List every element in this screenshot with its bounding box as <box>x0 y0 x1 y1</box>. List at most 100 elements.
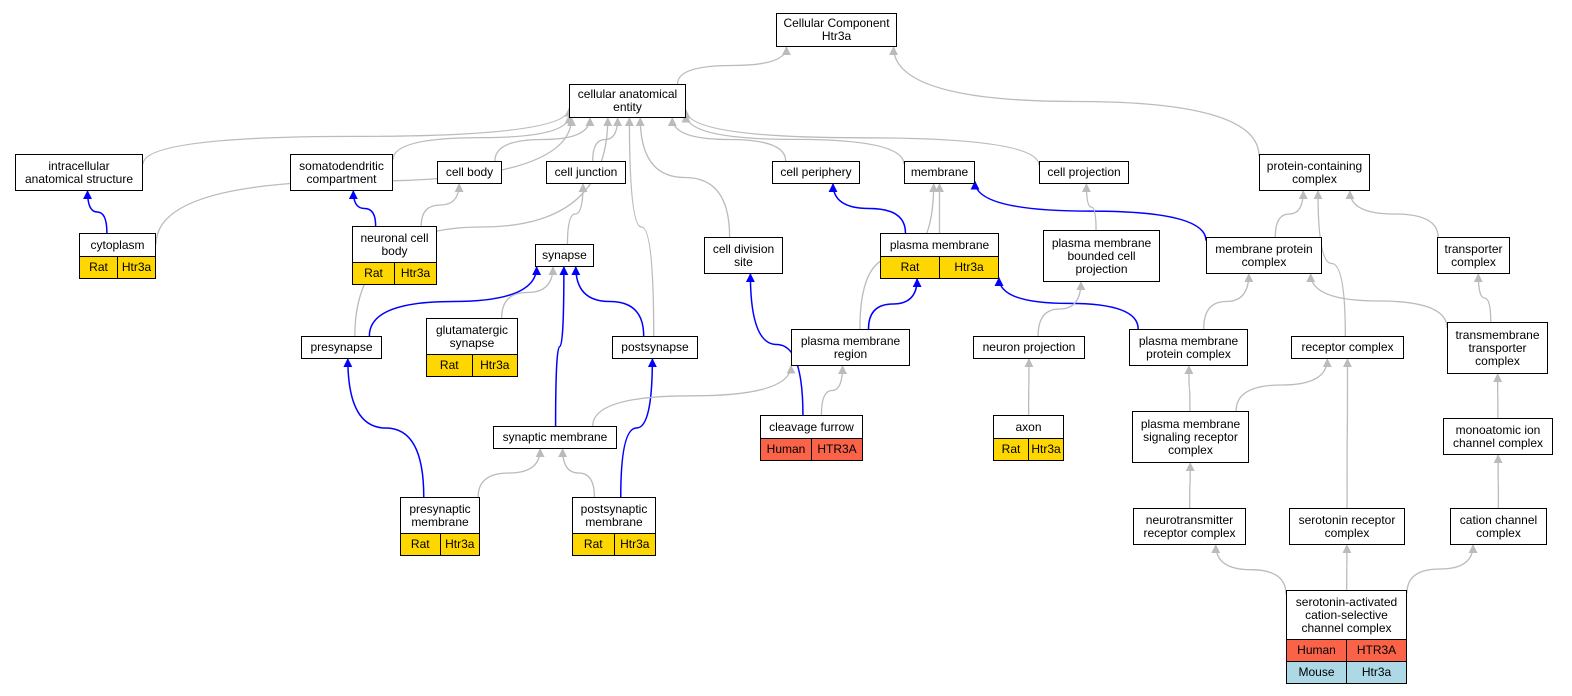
node-label: postsynaptic membrane <box>580 501 648 529</box>
edge-intracellular-to-cae <box>142 107 574 165</box>
node-label: postsynapse <box>621 340 689 354</box>
edge-ncb-to-cellbody <box>420 183 464 227</box>
node-label: transmembrane transporter complex <box>1455 327 1540 368</box>
node-label: intracellular anatomical structure <box>24 158 134 186</box>
node-label: transporter complex <box>1444 241 1503 269</box>
node-label: somatodendritic compartment <box>299 158 384 186</box>
annotation-species: Rat <box>439 358 459 372</box>
edge-pcc-to-root <box>889 46 1260 156</box>
node-cell-division-site[interactable]: cell division site <box>704 237 783 274</box>
node-membrane-protein-complex[interactable]: membrane protein complex <box>1206 237 1322 274</box>
node-transporter-complex[interactable]: transporter complex <box>1437 237 1510 274</box>
node-somatodendritic-compartment[interactable]: somatodendritic compartment <box>290 154 393 191</box>
edge-cds-to-cae <box>635 117 731 238</box>
annotation-species: Human <box>766 442 806 456</box>
annotation-species: Rat <box>583 537 603 551</box>
node-plasma-membrane-signaling-receptor-complex[interactable]: plasma membrane signaling receptor compl… <box>1132 411 1249 463</box>
edge-celljunction-to-cae <box>592 117 623 162</box>
node-membrane[interactable]: membrane <box>904 161 975 184</box>
node-synapse[interactable]: synapse <box>535 244 594 267</box>
node-plasma-membrane-protein-complex[interactable]: plasma membrane protein complex <box>1129 329 1248 366</box>
edge-cellbody-to-cae <box>494 117 595 162</box>
annotation-gene: Htr3a <box>939 257 998 278</box>
node-label: membrane <box>910 165 969 179</box>
node-label: cell projection <box>1047 165 1121 179</box>
node-label: cleavage furrow <box>769 419 854 434</box>
node-synaptic-membrane[interactable]: synaptic membrane <box>493 426 617 449</box>
node-label: cation channel complex <box>1459 512 1538 540</box>
edge-tmtc-to-transporter <box>1473 273 1492 323</box>
node-cellular-component-htr3a[interactable]: Cellular Component Htr3a <box>776 13 897 47</box>
node-cation-channel-complex[interactable]: cation channel complex <box>1450 508 1547 545</box>
node-label: protein-containing complex <box>1266 158 1363 186</box>
node-intracellular-anatomical-structure[interactable]: intracellular anatomical structure <box>15 154 143 191</box>
edge-pmpc-to-mpc <box>1203 273 1254 330</box>
node-receptor-complex[interactable]: receptor complex <box>1291 336 1404 359</box>
node-plasma-membrane-region[interactable]: plasma membrane region <box>791 329 910 366</box>
edge-membrane-to-cae <box>681 113 905 165</box>
node-label: neuronal cell body <box>360 230 429 258</box>
annotation-gene: HTR3A <box>811 439 862 460</box>
annotation-species: Rat <box>900 260 920 274</box>
annotation-species: Rat <box>1001 442 1021 456</box>
edge-postsynmem-to-synmem <box>558 448 596 498</box>
edge-synapse-to-celljunction <box>566 183 588 245</box>
node-postsynapse[interactable]: postsynapse <box>612 336 698 359</box>
node-transmembrane-transporter-complex[interactable]: transmembrane transporter complex <box>1447 322 1548 374</box>
edge-ntrc-to-pmsrc <box>1185 462 1195 509</box>
node-label: synaptic membrane <box>502 430 608 444</box>
node-label: presynapse <box>310 340 373 354</box>
annotation-species: Rat <box>364 266 383 280</box>
node-label: Cellular Component Htr3a <box>783 16 890 43</box>
edge-synmem-to-synapse <box>554 266 569 427</box>
annotation-gene: Htr3a <box>117 257 155 278</box>
node-monoatomic-ion-channel-complex[interactable]: monoatomic ion channel complex <box>1443 418 1553 455</box>
node-cell-projection[interactable]: cell projection <box>1039 161 1129 184</box>
annotation-species: Rat <box>410 537 430 551</box>
edge-synmem-to-pmr <box>592 364 796 427</box>
annotation-gene: Htr3a <box>439 534 480 555</box>
node-cellular-anatomical-entity[interactable]: cellular anatomical entity <box>569 84 686 118</box>
edge-pmbcp-to-cellprojection <box>1081 183 1097 231</box>
edge-somatodendritic-to-cae <box>392 114 574 160</box>
node-presynapse[interactable]: presynapse <box>301 336 382 359</box>
node-cell-junction[interactable]: cell junction <box>546 161 626 184</box>
annotation-row: Human HTR3A <box>761 438 862 460</box>
node-protein-containing-complex[interactable]: protein-containing complex <box>1259 154 1370 191</box>
node-plasma-membrane-bounded-cell-projection[interactable]: plasma membrane bounded cell projection <box>1043 230 1160 282</box>
edge-pmpc-to-pm <box>994 276 1139 330</box>
node-label: monoatomic ion channel complex <box>1452 422 1544 450</box>
node-label: presynaptic membrane <box>409 501 471 529</box>
node-label: plasma membrane signaling receptor compl… <box>1140 416 1241 457</box>
node-label: axon <box>1015 419 1042 434</box>
edge-cleavage-to-cds <box>745 273 804 416</box>
node-neuron-projection[interactable]: neuron projection <box>973 336 1085 359</box>
annotation-species: Mouse <box>1298 665 1335 679</box>
edge-cytoplasm-to-intracellular <box>83 190 108 234</box>
edge-glut-to-synapse <box>501 266 558 319</box>
node-cell-body[interactable]: cell body <box>437 161 502 184</box>
edge-ncb-to-somatodendritic <box>348 190 377 227</box>
edge-sacscc-to-ccc <box>1406 544 1478 594</box>
node-label: cell periphery <box>780 165 852 179</box>
node-serotonin-activated-cation-selective-channel-complex[interactable]: serotonin-activated cation-selective cha… <box>1286 590 1407 684</box>
node-cell-periphery[interactable]: cell periphery <box>772 161 860 184</box>
annotation-gene: Htr3a <box>1346 662 1406 683</box>
node-serotonin-receptor-complex[interactable]: serotonin receptor complex <box>1289 508 1405 545</box>
node-neurotransmitter-receptor-complex[interactable]: neurotransmitter receptor complex <box>1133 508 1246 545</box>
edge-pmr-to-pm <box>867 278 922 330</box>
edge-pmsrc-to-pmpc <box>1184 365 1194 412</box>
edge-neuronproj-to-pmbcp <box>1037 281 1086 337</box>
